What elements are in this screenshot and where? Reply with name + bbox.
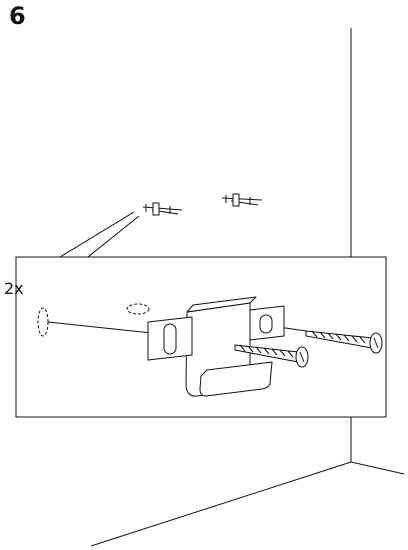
screw-icon	[305, 330, 383, 354]
drill-hole-upper-icon	[126, 303, 150, 315]
wall-corner-icon	[90, 28, 405, 547]
quantity-label: 2x	[4, 279, 24, 298]
wall-screws-overview	[142, 193, 263, 216]
screw-pair-left-icon	[142, 202, 183, 216]
screw-pair-right-icon	[221, 193, 263, 207]
screw-icon	[234, 344, 309, 368]
step-number: 6	[9, 2, 26, 30]
wall-bracket-icon	[147, 296, 285, 397]
zoom-callout-icon	[59, 211, 140, 258]
